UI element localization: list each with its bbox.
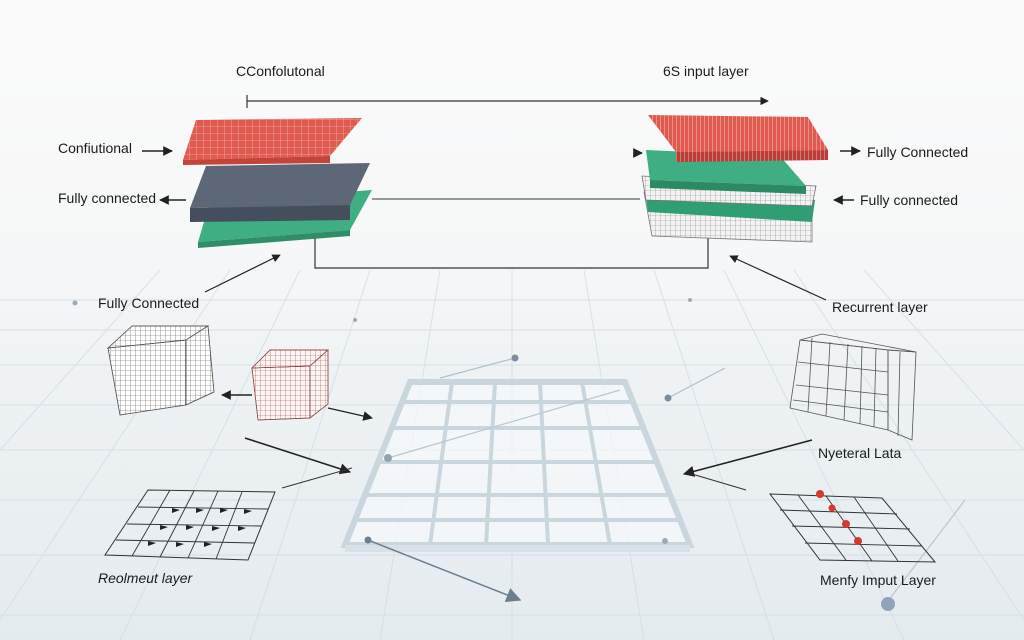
label-right-upper: Fully Connected — [867, 144, 969, 160]
arrow-grid-to-panel — [281, 467, 353, 489]
arrow-to-panel-mid — [244, 437, 352, 475]
label-left-middle: Fully connected — [58, 190, 157, 206]
lower-connector — [314, 225, 709, 269]
label-right-data: Nyeteral Lata — [818, 445, 902, 461]
bottom-left-arrow-grid — [104, 489, 276, 561]
left-wire-cube — [106, 325, 215, 416]
background-traces — [72, 298, 966, 611]
central-grid-panel — [340, 379, 695, 552]
arrow-right-to-panel — [682, 439, 813, 477]
arrow-left-lower — [204, 254, 281, 293]
label-bottom-left: Reolmeut layer — [98, 570, 193, 586]
label-right-middle: Fully connected — [860, 192, 959, 208]
arrow-to-panel-upper — [327, 407, 373, 421]
label-bottom-right: Menfy Imput Layer — [820, 572, 936, 588]
label-top-left: CConfolutonal — [236, 63, 325, 79]
bottom-right-dot-grid — [768, 490, 937, 563]
right-layer-stack — [641, 115, 828, 243]
label-right-lower: Recurrent layer — [832, 299, 928, 315]
label-left-lower: Fully Connected — [98, 295, 200, 311]
arrow-right-lower — [729, 255, 827, 301]
label-top-right: 6S input layer — [663, 63, 749, 79]
right-wire-cube — [789, 333, 917, 441]
small-red-cube — [251, 349, 329, 421]
label-left-upper: Confiutional — [58, 140, 132, 156]
left-layer-stack — [183, 118, 372, 248]
arrow-right-grid-link — [691, 473, 747, 491]
